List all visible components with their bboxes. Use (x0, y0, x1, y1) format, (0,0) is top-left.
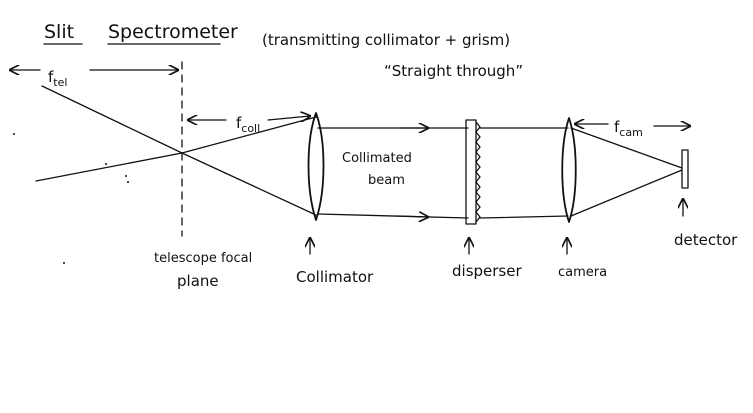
collimator-lens (307, 112, 325, 221)
title-slit: Slit (44, 21, 74, 43)
disperser-grating-zigzag (475, 121, 481, 223)
subtitle-straight-through: “Straight through” (384, 62, 523, 80)
ray-lower-in (35, 152, 183, 182)
f-coll-arrow-right (267, 116, 310, 120)
speck (125, 175, 127, 177)
beam-to-camera-bottom (479, 215, 569, 219)
collimated-beam-bottom (317, 213, 469, 219)
title-spectrometer: Spectrometer (108, 21, 238, 43)
speck (127, 181, 129, 183)
f-tel-label: ftel (48, 68, 67, 89)
disperser-grism (465, 119, 477, 225)
collimated-beam-bottom-arrow (397, 216, 428, 217)
ray-to-collimator-bottom (181, 152, 317, 216)
telescope-focal-plane-label-2: plane (177, 272, 219, 290)
ray-upper-in (41, 85, 183, 154)
disperser-label: disperser (452, 262, 522, 280)
speck (105, 163, 107, 165)
ray-to-collimator-top (181, 116, 317, 154)
speck (13, 133, 15, 135)
ray-to-detector-bottom (570, 169, 683, 217)
subtitle: (transmitting collimator + grism) (262, 31, 510, 49)
speck (63, 262, 65, 264)
collimated-beam-label-1: Collimated (342, 151, 412, 166)
telescope-focal-plane-label-1: telescope focal (154, 251, 252, 266)
f-cam-label: fcam (614, 118, 643, 139)
camera-label: camera (558, 265, 607, 280)
detector (681, 149, 689, 189)
f-coll-label: fcoll (236, 114, 260, 135)
collimated-beam-label-2: beam (368, 173, 405, 188)
detector-label: detector (674, 231, 738, 249)
ray-to-detector-top (570, 127, 683, 169)
camera-lens (561, 117, 577, 223)
collimator-label: Collimator (296, 268, 374, 286)
